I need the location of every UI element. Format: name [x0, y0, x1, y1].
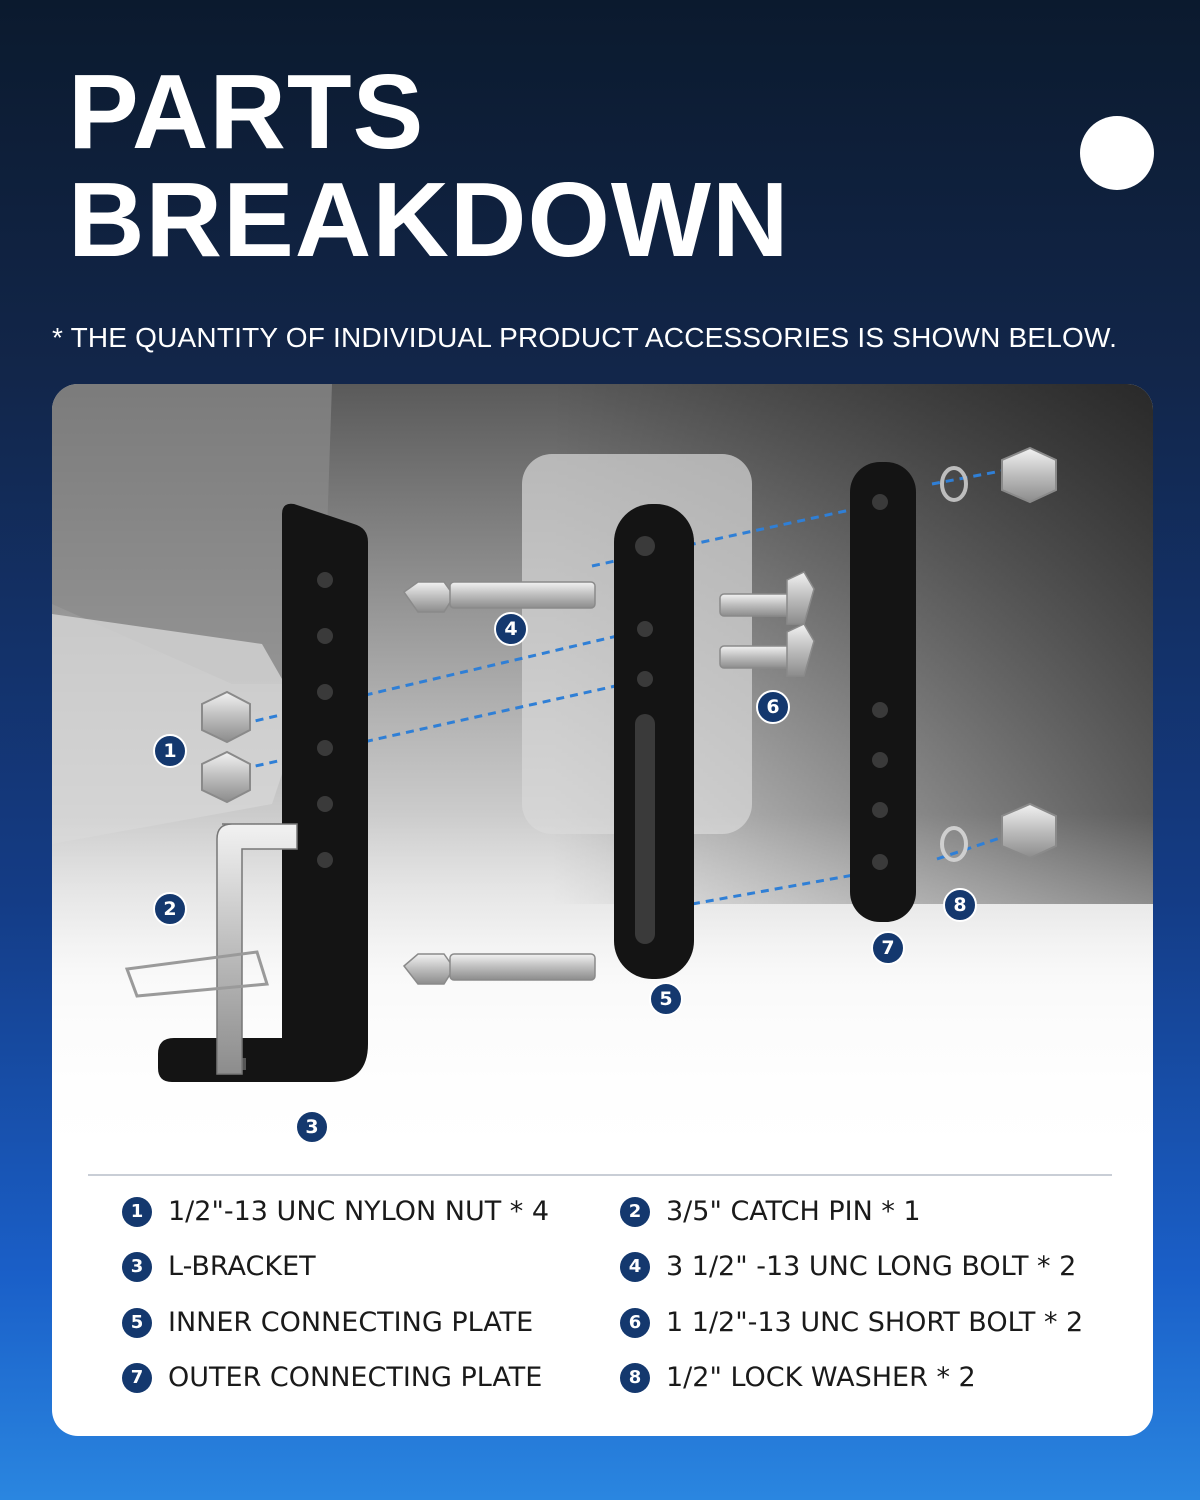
- exploded-view-illustration: [52, 384, 1153, 1174]
- callout-7: 7: [871, 931, 905, 965]
- legend-label-3: L-BRACKET: [168, 1251, 316, 1282]
- legend-item-5: 5 INNER CONNECTING PLATE: [122, 1307, 533, 1338]
- alignment-lines: [241, 467, 1013, 906]
- title-line-2: BREAKDOWN: [68, 161, 790, 279]
- catch-pin-part: [124, 823, 298, 1075]
- legend-item-1: 1 1/2"-13 UNC NYLON NUT * 4: [122, 1196, 549, 1227]
- callout-4: 4: [494, 612, 528, 646]
- legend-number-3: 3: [122, 1251, 152, 1282]
- title-line-1: PARTS: [68, 53, 425, 171]
- callout-1: 1: [153, 734, 187, 768]
- callout-2: 2: [153, 892, 187, 926]
- legend-label-7: OUTER CONNECTING PLATE: [168, 1362, 543, 1393]
- legend-label-2: 3/5" CATCH PIN * 1: [666, 1196, 921, 1227]
- legend-item-3: 3 L-BRACKET: [122, 1251, 316, 1282]
- legend-item-7: 7 OUTER CONNECTING PLATE: [122, 1362, 542, 1393]
- legend-number-8: 8: [620, 1362, 650, 1393]
- legend-divider: [88, 1174, 1112, 1176]
- legend-item-8: 8 1/2" LOCK WASHER * 2: [620, 1362, 976, 1393]
- legend-number-5: 5: [122, 1307, 152, 1338]
- decorative-dot: [1080, 116, 1154, 190]
- inner-connecting-plate-part: [614, 504, 694, 979]
- legend-label-8: 1/2" LOCK WASHER * 2: [666, 1362, 976, 1393]
- legend-label-5: INNER CONNECTING PLATE: [168, 1307, 534, 1338]
- legend-item-4: 4 3 1/2" -13 UNC LONG BOLT * 2: [620, 1251, 1076, 1282]
- parts-panel: 1 2 3 4 5 6 7 8 1 1/2"-13 UNC NYLON NUT …: [52, 384, 1153, 1436]
- callout-5: 5: [649, 982, 683, 1016]
- callout-8: 8: [943, 888, 977, 922]
- nylon-nut-top-right: [1001, 446, 1057, 504]
- legend-item-6: 6 1 1/2"-13 UNC SHORT BOLT * 2: [620, 1307, 1083, 1338]
- callout-6: 6: [756, 690, 790, 724]
- legend-number-6: 6: [620, 1307, 650, 1338]
- legend-number-1: 1: [122, 1196, 152, 1227]
- legend-label-4: 3 1/2" -13 UNC LONG BOLT * 2: [666, 1251, 1077, 1282]
- legend-number-2: 2: [620, 1196, 650, 1227]
- nylon-nut-bottom-right: [1001, 802, 1057, 860]
- callout-3: 3: [295, 1110, 329, 1144]
- page-title: PARTS BREAKDOWN: [68, 58, 790, 274]
- long-bolt-bottom: [402, 953, 596, 985]
- long-bolt-top: [402, 581, 596, 613]
- short-bolts: [719, 571, 815, 677]
- legend-number-7: 7: [122, 1362, 152, 1393]
- legend-item-2: 2 3/5" CATCH PIN * 1: [620, 1196, 921, 1227]
- lock-washer-top: [940, 466, 968, 502]
- subtitle-note: * THE QUANTITY OF INDIVIDUAL PRODUCT ACC…: [52, 322, 1118, 353]
- lock-washer-bottom: [940, 826, 968, 862]
- nylon-nut-left: [201, 690, 251, 804]
- legend-label-1: 1/2"-13 UNC NYLON NUT * 4: [168, 1196, 550, 1227]
- legend-number-4: 4: [620, 1251, 650, 1282]
- legend-label-6: 1 1/2"-13 UNC SHORT BOLT * 2: [666, 1307, 1084, 1338]
- outer-connecting-plate-part: [850, 462, 916, 922]
